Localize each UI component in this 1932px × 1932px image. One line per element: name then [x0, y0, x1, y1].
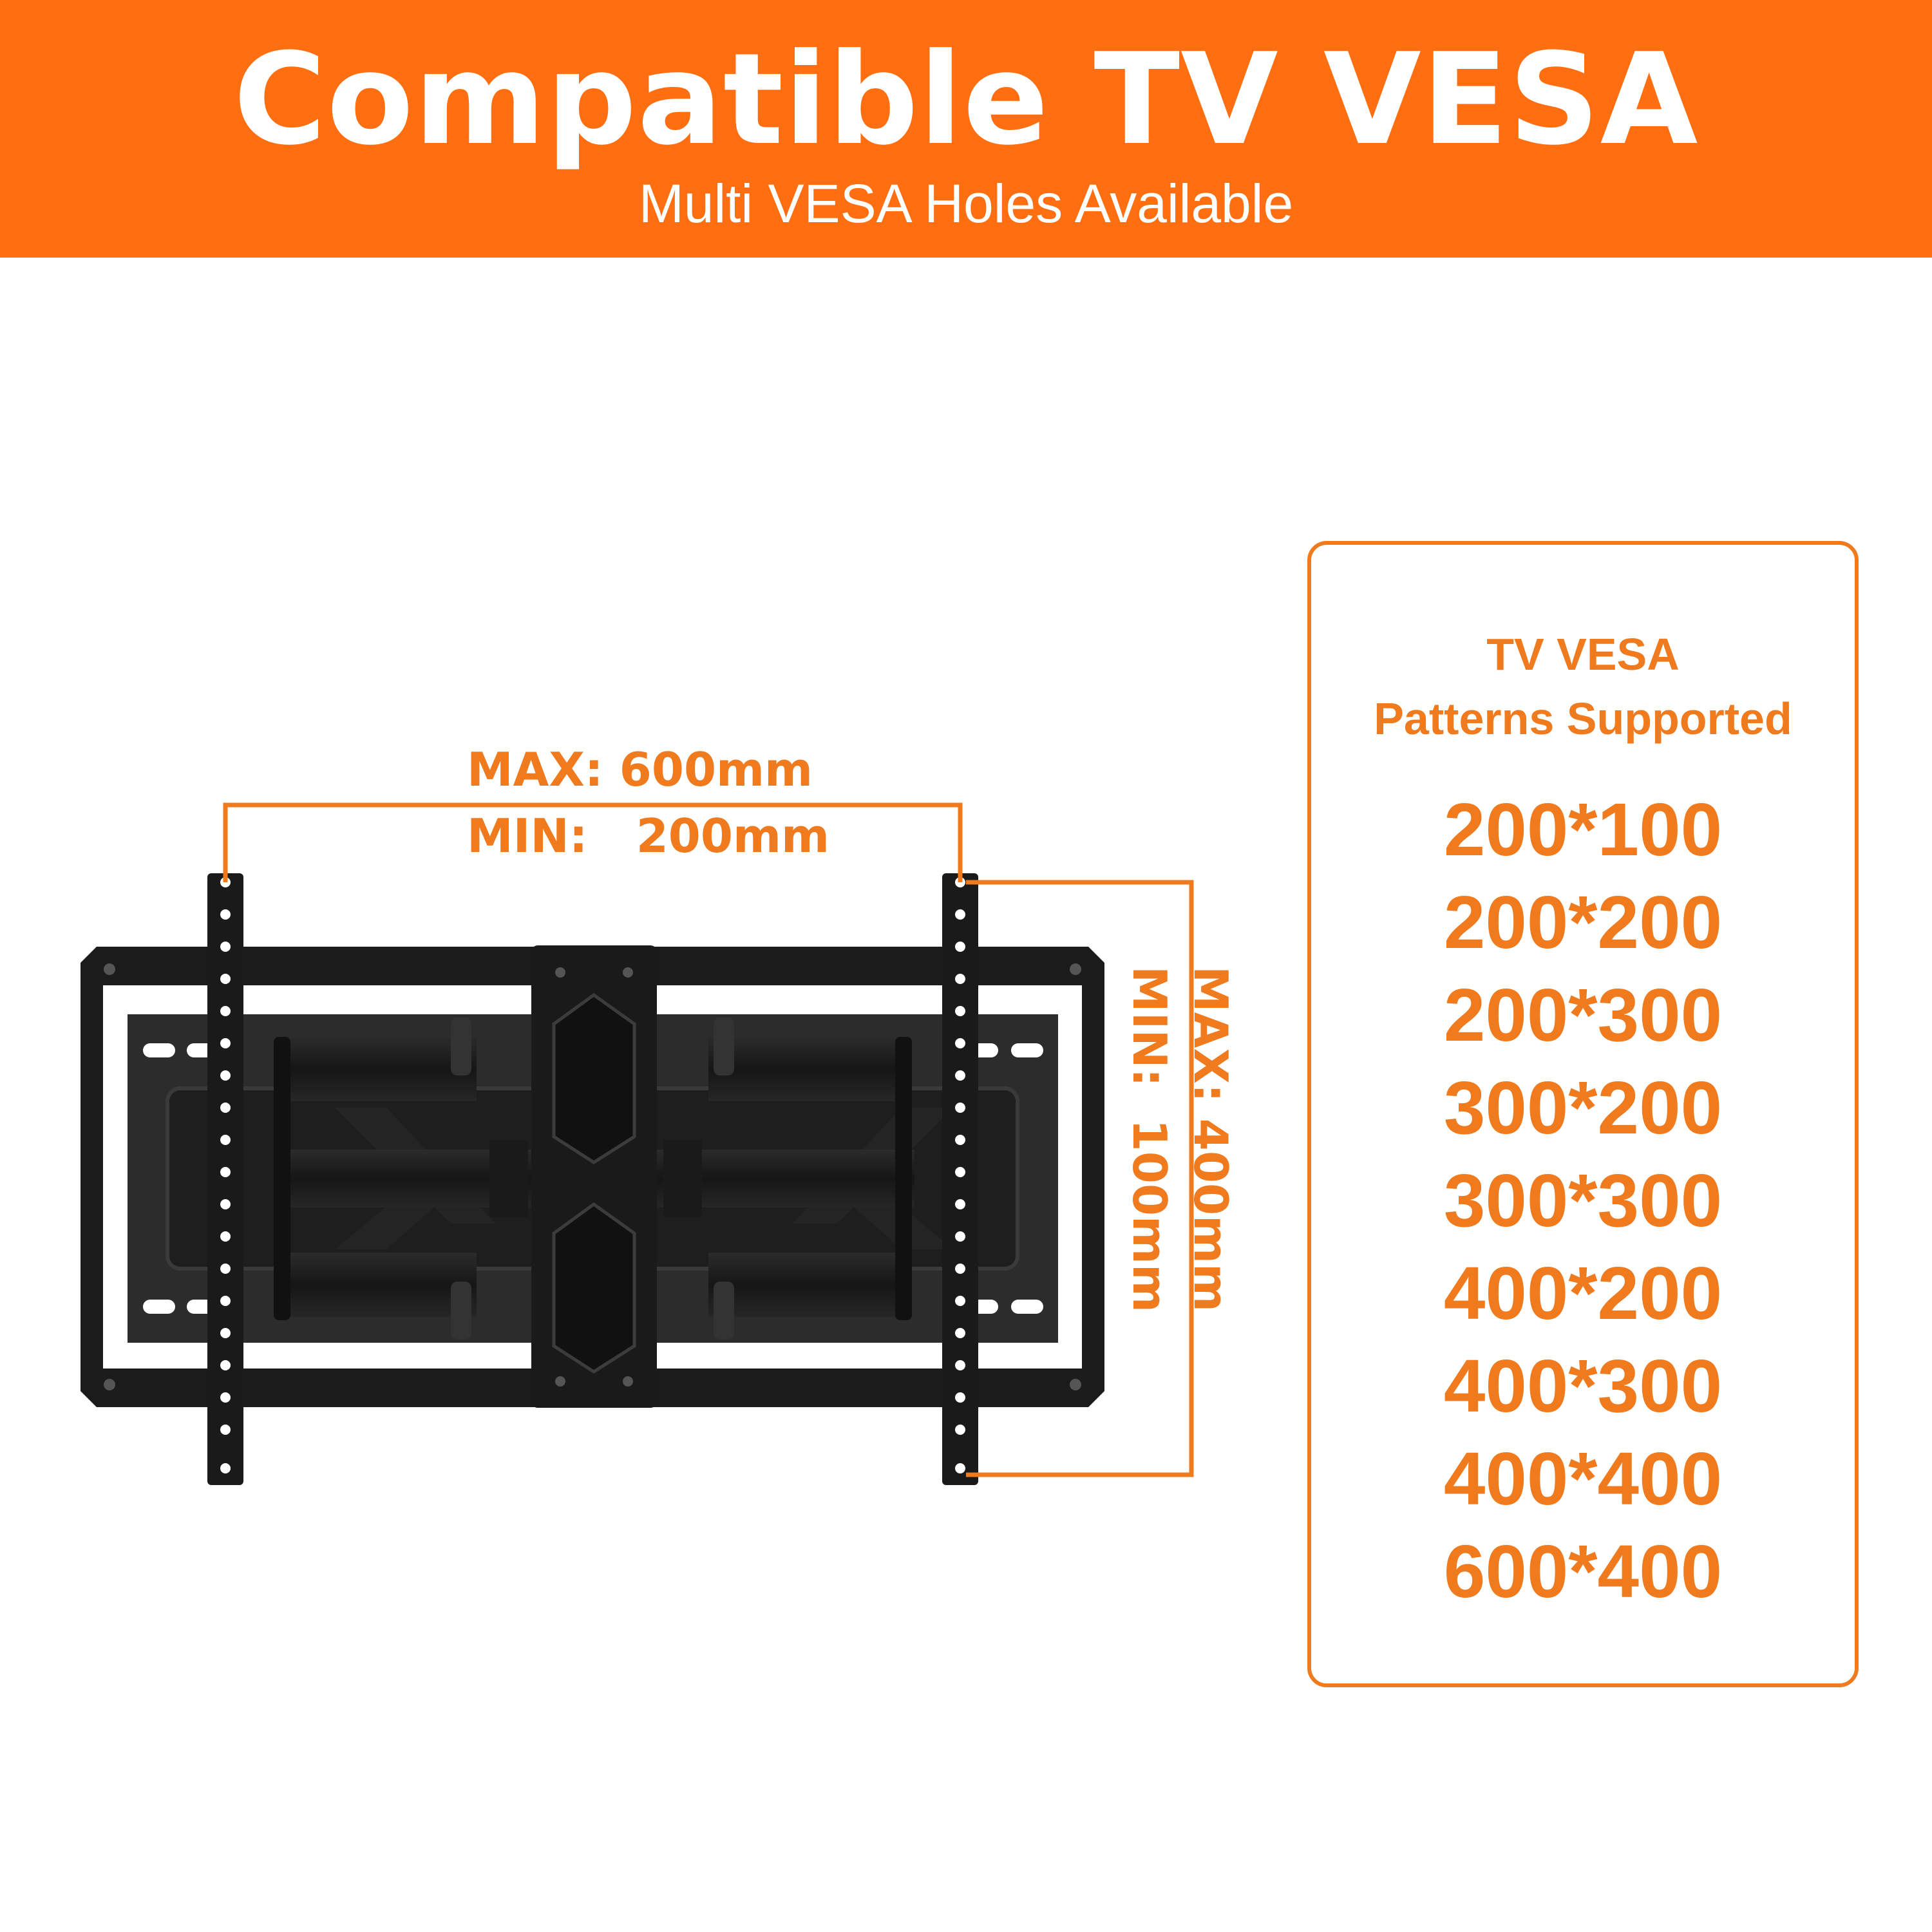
vesa-bracket-left — [207, 873, 243, 1485]
vertical-max-label: MAX: 400mm — [1184, 966, 1238, 1312]
list-item: 300*200 — [1443, 1066, 1723, 1150]
list-item: 400*400 — [1443, 1437, 1723, 1520]
list-item: 200*300 — [1443, 973, 1723, 1057]
dimension-lines — [223, 802, 1194, 1477]
list-item: 200*200 — [1443, 880, 1723, 964]
vesa-holes — [220, 877, 965, 1473]
header-banner: Compatible TV VESA Multi VESA Holes Avai… — [0, 0, 1932, 258]
list-item: 400*300 — [1443, 1344, 1723, 1428]
list-item: 400*200 — [1443, 1251, 1723, 1335]
panel-title: TV VESA Patterns Supported — [1311, 622, 1855, 751]
horizontal-min-label: MIN: 200mm — [467, 809, 830, 863]
vertical-min-label: MIN: 100mm — [1122, 966, 1177, 1312]
page-subtitle: Multi VESA Holes Available — [638, 173, 1294, 234]
list-item: 300*300 — [1443, 1159, 1723, 1242]
list-item: 600*400 — [1443, 1530, 1723, 1613]
articulating-arms — [274, 1018, 953, 1340]
center-plate — [531, 945, 657, 1408]
panel-title-line1: TV VESA — [1486, 629, 1680, 679]
vesa-bracket-right — [942, 873, 978, 1485]
panel-title-line2: Patterns Supported — [1374, 694, 1792, 744]
frame-screws — [104, 963, 1081, 1390]
horizontal-max-label: MAX: 600mm — [467, 743, 813, 797]
list-item: 200*100 — [1443, 788, 1723, 871]
vesa-patterns-panel: TV VESA Patterns Supported 200*100 200*2… — [1307, 541, 1859, 1687]
page-title: Compatible TV VESA — [233, 26, 1699, 173]
vesa-pattern-list: 200*100 200*200 200*300 300*200 300*300 … — [1311, 783, 1855, 1618]
